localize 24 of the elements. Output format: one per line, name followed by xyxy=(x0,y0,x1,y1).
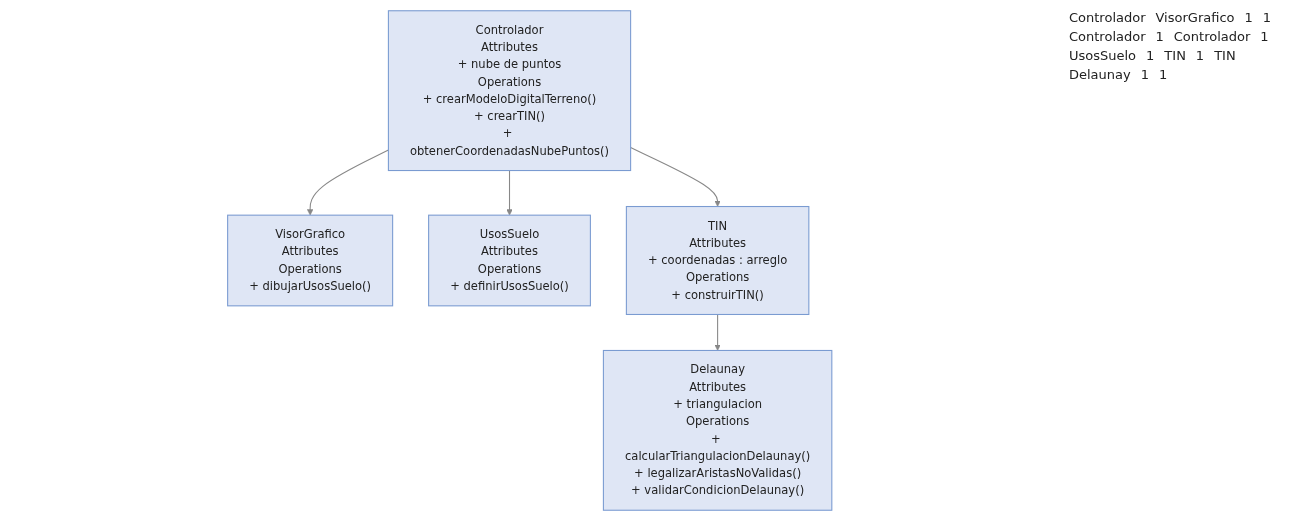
role-label: TIN xyxy=(1214,48,1236,63)
node-box: Delaunay Attributes + triangulacion Operations + calcularTriangulacionDelaunay() + legalizarAristasNoValidas() + validarCondicionDelaunay() xyxy=(602,349,833,511)
arrow xyxy=(506,170,513,216)
node-box: UsosSuelo Attributes Operations + definirUsosSuelo() xyxy=(427,214,591,307)
role-label: Delaunay xyxy=(1069,67,1131,82)
role-label: TIN xyxy=(1164,48,1186,63)
role-label: VisorGrafico xyxy=(1155,10,1235,25)
role-label: 1 xyxy=(1140,67,1149,82)
role-label: Controlador xyxy=(1069,29,1146,44)
role-label: 1 xyxy=(1155,29,1164,44)
arrow xyxy=(714,313,721,351)
role-label: 1 xyxy=(1260,29,1269,44)
role-label: 1 xyxy=(1146,48,1155,63)
role-label: UsosSuelo xyxy=(1069,48,1137,63)
role-label: 1 xyxy=(1159,67,1168,82)
role-label: Controlador xyxy=(1069,10,1146,25)
node-box: Controlador Attributes + nube de puntos Operations + crearModeloDigitalTerreno() + crearTIN() + obtenerCoordenadasNubePuntos() xyxy=(387,10,631,172)
role-label: Controlador xyxy=(1173,29,1251,44)
node-box: VisorGrafico Attributes Operations + dibujarUsosSuelo() xyxy=(226,214,393,307)
role-label: 1 xyxy=(1195,48,1205,63)
role-label: 1 xyxy=(1262,10,1272,25)
role-label: 1 xyxy=(1244,10,1253,25)
node-box: TIN Attributes + coordenadas : arreglo Operations + construirTIN() xyxy=(625,206,810,316)
arrow xyxy=(306,149,389,216)
